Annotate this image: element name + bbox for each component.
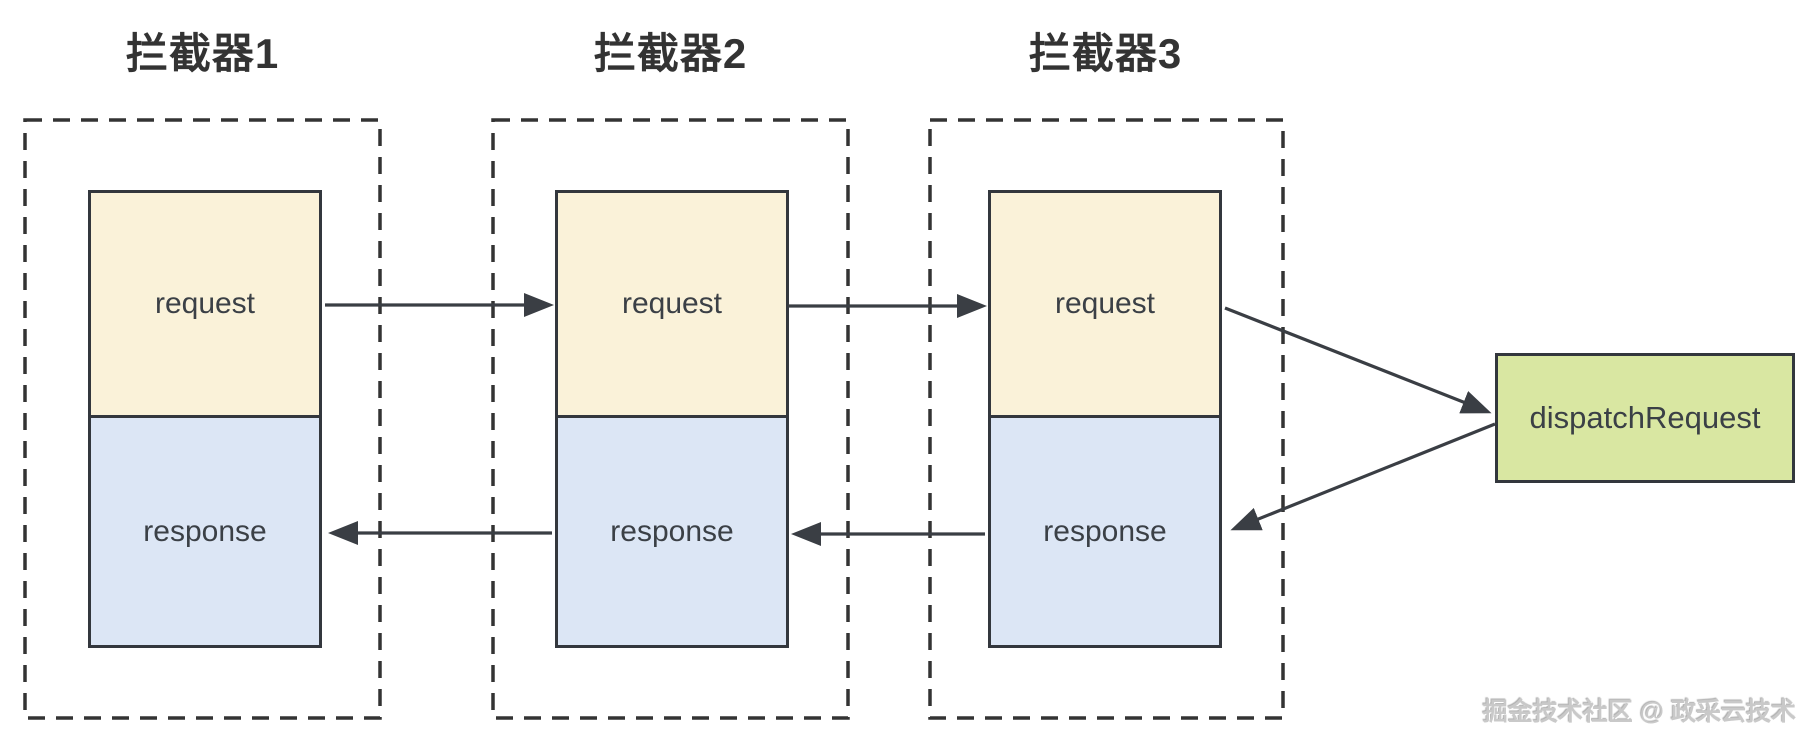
interceptor-2-title: 拦截器2	[593, 30, 748, 77]
interceptor-3-title: 拦截器3	[1028, 30, 1183, 77]
arrow-request-3-to-dispatch	[1224, 306, 1492, 414]
interceptor-2-stack: request response	[555, 190, 789, 648]
interceptor-1-request-box: request	[88, 190, 322, 418]
interceptor-1-stack: request response	[88, 190, 322, 648]
interceptor-3-stack: request response	[988, 190, 1222, 648]
dispatch-request-box: dispatchRequest	[1495, 353, 1795, 483]
interceptor-1-title: 拦截器1	[125, 30, 280, 77]
arrow-dispatch-to-response-3	[1230, 422, 1496, 531]
interceptor-3-request-box: request	[988, 190, 1222, 418]
interceptor-2-response-box: response	[555, 418, 789, 648]
watermark-text: 掘金技术社区 @ 政采云技术	[1482, 698, 1796, 726]
interceptor-1-response-box: response	[88, 418, 322, 648]
interceptor-3-response-box: response	[988, 418, 1222, 648]
interceptor-2-request-box: request	[555, 190, 789, 418]
